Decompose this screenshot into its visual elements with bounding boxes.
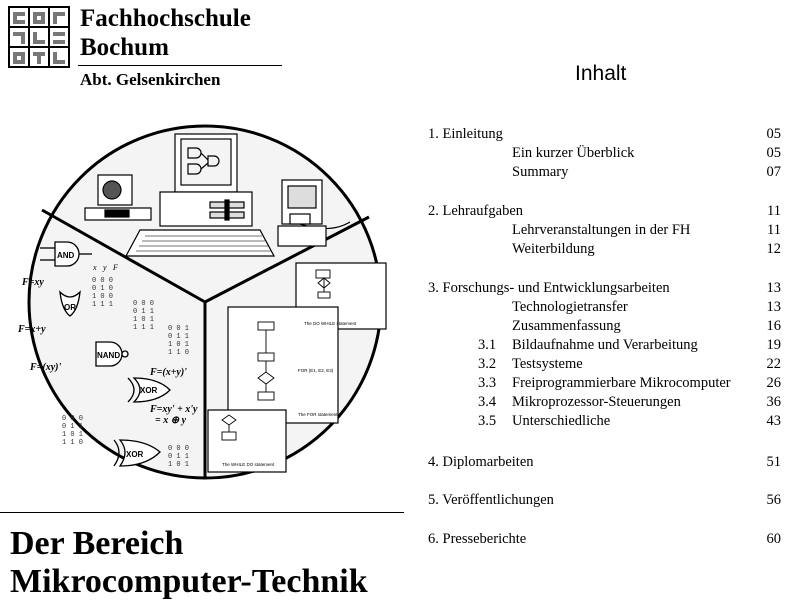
flowchart-caption-for: The FOR statement (298, 412, 338, 417)
truth-table-header-y: y (102, 263, 107, 272)
toc-entry-2a-page: 11 (767, 222, 781, 238)
formula-or: F=x+y (17, 324, 46, 335)
flowchart-diagrams (207, 262, 387, 473)
toc-heading: Inhalt (575, 62, 627, 85)
cover-title-line2: Mikrocomputer-Technik (10, 563, 368, 600)
toc-entry-1-label: 1. Einleitung (428, 126, 503, 142)
formula-nand: F=(xy)' (29, 362, 61, 373)
toc-entry-3-4-label: Mikroprozessor-Steuerungen (512, 394, 681, 410)
truth-table-header-x: x (92, 263, 97, 272)
toc-entry-6-page: 60 (766, 531, 782, 547)
toc-entry-3-1-page: 19 (766, 337, 782, 353)
toc-entry-3-label: 3. Forschungs- und Entwicklungsarbeiten (428, 280, 670, 296)
toc-entry-3-4-number: 3.4 (478, 394, 497, 410)
formula-xor-short: = x ⊕ y (155, 415, 187, 426)
computer-workstation-drawing (84, 133, 351, 257)
toc-entry-2a-label: Lehrveranstaltungen in der FH (512, 222, 691, 238)
toc-entry-1b-label: Summary (512, 164, 569, 180)
svg-text:1 0 1: 1 0 1 (62, 431, 83, 439)
gate-label-and: AND (57, 251, 75, 260)
svg-text:0 1 1: 0 1 1 (62, 423, 83, 431)
svg-text:0 1 1: 0 1 1 (168, 453, 189, 461)
logic-gates-drawing (40, 241, 171, 467)
toc-entry-2-page: 11 (767, 203, 781, 219)
for-statement-code: FOR (E1, E2, E3) (298, 368, 334, 373)
formula-and: F=xy (21, 277, 44, 288)
truth-table-digits: 0 0 00 1 01 0 01 1 1 0 0 00 1 11 0 11 1 … (62, 277, 189, 469)
flowchart-caption-do-while: The DO WHILE statement (304, 321, 357, 326)
institution-name-line1: Fachhochschule (80, 5, 251, 32)
toc-entry-3a-page: 13 (766, 299, 782, 315)
toc-entry-1a-label: Ein kurzer Überblick (512, 145, 635, 161)
formula-xor: F=xy' + x'y (149, 404, 198, 415)
toc-entry-3-2-label: Testsysteme (512, 356, 583, 372)
toc-entry-3-5-page: 43 (766, 413, 782, 429)
svg-text:0 1 0: 0 1 0 (92, 285, 113, 293)
svg-text:1 1 1: 1 1 1 (92, 301, 113, 309)
toc-entry-3a-label: Technologietransfer (512, 299, 628, 315)
toc-entry-1-page: 05 (766, 126, 782, 142)
toc-entry-3-3-label: Freiprogrammierbare Mikrocomputer (512, 375, 731, 391)
gate-label-or: OR (64, 303, 76, 312)
svg-text:0 0 0: 0 0 0 (133, 300, 154, 308)
svg-text:0 0 1: 0 0 1 (168, 325, 189, 333)
toc-entry-2b-label: Weiterbildung (512, 241, 595, 257)
toc-entry-3-4-page: 36 (766, 394, 782, 410)
institution-name-line2: Bochum (80, 34, 169, 61)
university-logo (8, 6, 70, 68)
svg-text:0 0 0: 0 0 0 (62, 415, 83, 423)
gate-label-xor: XOR (140, 386, 158, 395)
toc-entry-3-3-number: 3.3 (478, 375, 497, 391)
gate-label-xor-2: XOR (126, 450, 144, 459)
truth-table-header-f: F (112, 263, 118, 272)
toc-entry-3-page: 13 (766, 280, 782, 296)
svg-text:1 0 0: 1 0 0 (92, 293, 113, 301)
formula-nor: F=(x+y)' (149, 367, 187, 378)
toc-entry-2b-page: 12 (766, 241, 782, 257)
department-name: Abt. Gelsenkirchen (80, 70, 221, 89)
toc-entry-2-label: 2. Lehraufgaben (428, 203, 524, 219)
flowchart-caption-while-do: The WHILE DO statement (222, 462, 275, 467)
header-divider (78, 65, 282, 66)
toc-entry-3b-label: Zusammenfassung (512, 318, 621, 334)
gate-label-nand: NAND (97, 351, 120, 360)
toc-entry-3-5-label: Unterschiedliche (512, 413, 611, 429)
toc-entry-3-2-number: 3.2 (478, 356, 497, 372)
svg-text:0 1 1: 0 1 1 (168, 333, 189, 341)
toc-entry-4-label: 4. Diplomarbeiten (428, 454, 534, 470)
svg-text:1 0 1: 1 0 1 (133, 316, 154, 324)
toc-entry-5-label: 5. Veröffentlichungen (428, 492, 554, 508)
toc-entry-1b-page: 07 (766, 164, 782, 180)
svg-text:1 1 1: 1 1 1 (133, 324, 154, 332)
toc-entry-5-page: 56 (766, 492, 782, 508)
svg-text:1 0 1: 1 0 1 (168, 341, 189, 349)
svg-text:1 1 0: 1 1 0 (62, 439, 83, 447)
svg-text:0 1 1: 0 1 1 (133, 308, 154, 316)
cover-divider (0, 512, 404, 513)
toc-entry-3-1-number: 3.1 (478, 337, 497, 353)
svg-text:1 1 0: 1 1 0 (168, 349, 189, 357)
toc-entry-3-1-label: Bildaufnahme und Verarbeitung (512, 337, 698, 353)
toc-entry-3-5-number: 3.5 (478, 413, 497, 429)
svg-text:1 0 1: 1 0 1 (168, 461, 189, 469)
toc-entry-3-2-page: 22 (766, 356, 782, 372)
svg-text:0 0 0: 0 0 0 (92, 277, 113, 285)
toc-entry-1a-page: 05 (766, 145, 782, 161)
toc-entry-3-3-page: 26 (766, 375, 782, 391)
cover-title-line1: Der Bereich (10, 525, 184, 562)
toc-entry-3b-page: 16 (766, 318, 782, 334)
svg-text:0 0 0: 0 0 0 (168, 445, 189, 453)
toc-entry-4-page: 51 (766, 454, 782, 470)
cover-illustration: AND OR NAND XOR XOR F=xy F=x+y F=(xy)' F… (17, 124, 387, 480)
toc-entry-6-label: 6. Presseberichte (428, 531, 527, 547)
